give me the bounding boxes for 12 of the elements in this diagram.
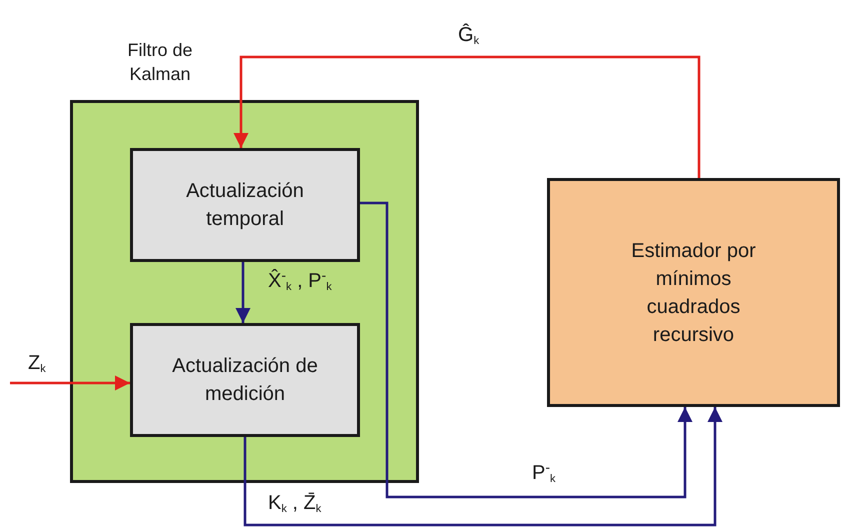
edge-label: Z$_{k}$ (28, 351, 46, 376)
group-heading: Filtro de Kalman (126, 39, 194, 86)
process-box: Actualización de medición (130, 323, 360, 437)
edge-label: K$_{k}$ , Z̄$_{k}$ (268, 491, 322, 516)
arrow (244, 407, 722, 526)
arrow (10, 376, 130, 390)
process-box: Actualización temporal (130, 148, 360, 262)
edge-label: Ĝ$_{k}$ (458, 22, 480, 48)
arrow (236, 262, 250, 323)
arrow (360, 202, 692, 498)
arrow (234, 56, 700, 178)
process-box: Estimador por mínimos cuadrados recursivo (547, 178, 840, 407)
